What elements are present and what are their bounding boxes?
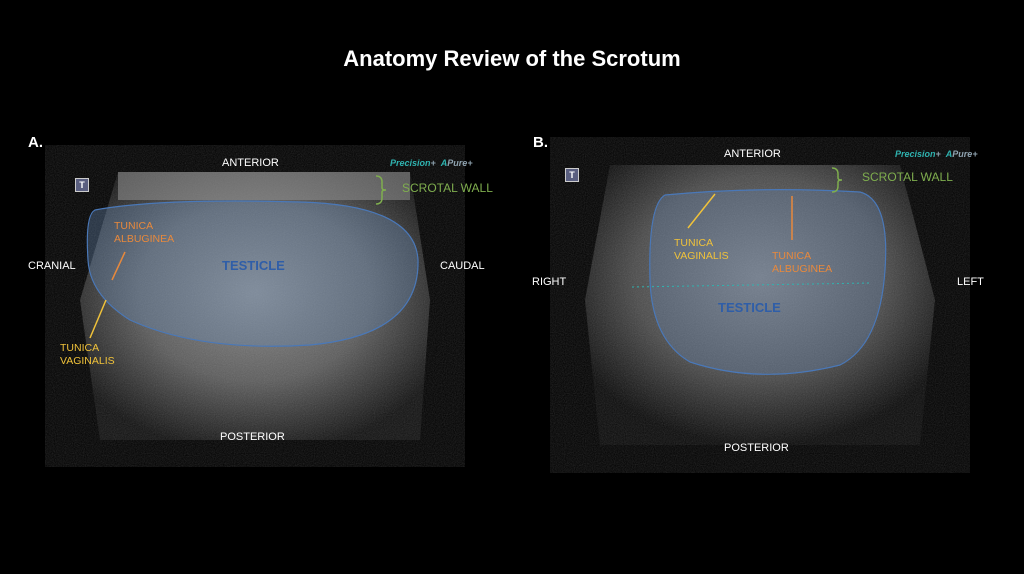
a-text: A bbox=[440, 158, 448, 168]
brand-logo-b: Precision+ APure+ bbox=[895, 149, 978, 159]
scrotal-wall-label-a: SCROTAL WALL bbox=[402, 181, 493, 195]
testicle-outline-a bbox=[86, 200, 419, 347]
scrotal-wall-bracket-a bbox=[375, 175, 387, 205]
transducer-marker-a: T bbox=[75, 178, 89, 192]
testicle-outline-b bbox=[649, 189, 887, 375]
anterior-label-a: ANTERIOR bbox=[222, 157, 279, 169]
pure-text: Pure bbox=[447, 158, 468, 168]
posterior-label-a: POSTERIOR bbox=[220, 431, 285, 443]
ultrasound-image-a bbox=[80, 172, 430, 440]
label-line: ALBUGINEA bbox=[772, 263, 833, 275]
caudal-label: CAUDAL bbox=[440, 260, 485, 272]
posterior-label-b: POSTERIOR bbox=[724, 442, 789, 454]
right-label: RIGHT bbox=[532, 276, 567, 288]
label-line: TUNICA bbox=[114, 220, 154, 232]
precision-text: Precision bbox=[390, 158, 431, 168]
transducer-marker-b: T bbox=[565, 168, 579, 182]
pure-text: Pure bbox=[952, 149, 973, 159]
panel-b-letter: B. bbox=[533, 134, 548, 151]
label-line: VAGINALIS bbox=[60, 355, 115, 367]
a-text: A bbox=[945, 149, 953, 159]
label-line: VAGINALIS bbox=[674, 250, 729, 262]
panel-a-letter: A. bbox=[28, 134, 43, 151]
label-line: TUNICA bbox=[772, 250, 812, 262]
testicle-label-b: TESTICLE bbox=[718, 300, 781, 315]
label-line: TUNICA bbox=[674, 237, 714, 249]
label-line: TUNICA bbox=[60, 342, 100, 354]
ultrasound-image-b bbox=[585, 165, 935, 445]
label-line: ALBUGINEA bbox=[114, 233, 175, 245]
brand-logo-a: Precision+ APure+ bbox=[390, 158, 473, 168]
slide-title: Anatomy Review of the Scrotum bbox=[343, 46, 681, 71]
vaginalis-arrow-b bbox=[687, 193, 716, 229]
testicle-label-a: TESTICLE bbox=[222, 258, 285, 273]
albuginea-arrow-a bbox=[111, 251, 126, 281]
scrotal-wall-label-b: SCROTAL WALL bbox=[862, 170, 953, 184]
left-label: LEFT bbox=[957, 276, 984, 288]
scrotal-wall-bracket-b bbox=[831, 167, 843, 193]
vaginalis-arrow-a bbox=[89, 299, 107, 339]
precision-text: Precision bbox=[895, 149, 936, 159]
cranial-label: CRANIAL bbox=[28, 260, 76, 272]
anterior-label-b: ANTERIOR bbox=[724, 148, 781, 160]
